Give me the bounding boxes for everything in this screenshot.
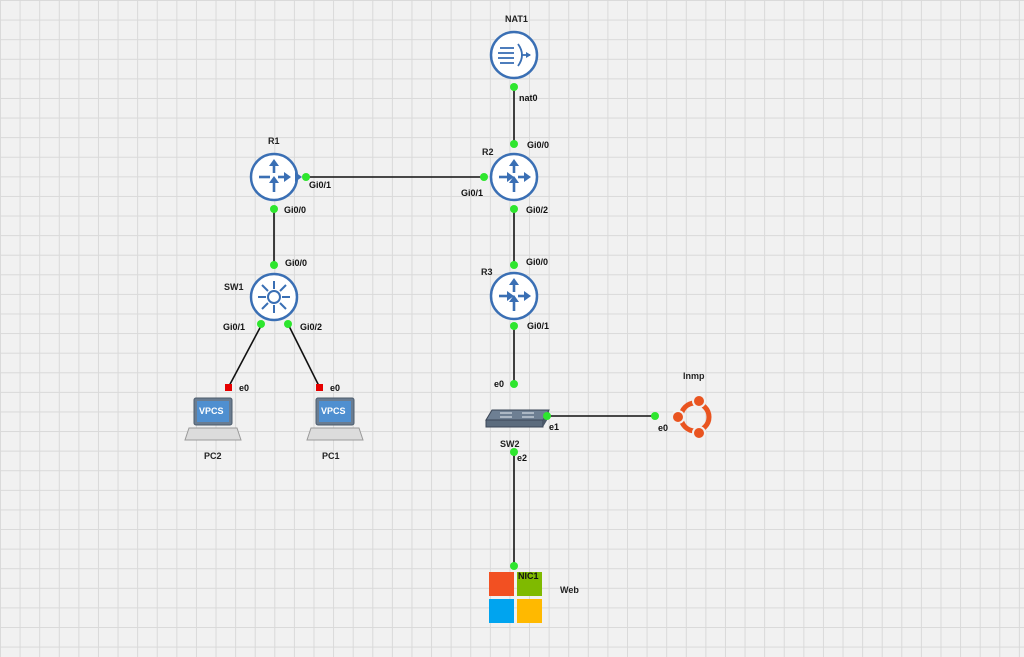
node-r3[interactable]: R3: [481, 267, 539, 321]
link-sw1-pc1[interactable]: [287, 323, 321, 389]
nat-cloud-icon: [489, 30, 539, 80]
node-nat1[interactable]: NAT1: [489, 14, 539, 80]
port-nat1-nat0[interactable]: [510, 83, 518, 91]
node-r1[interactable]: R1: [249, 136, 302, 202]
port-label: e2: [517, 453, 527, 463]
port-r3-gi00[interactable]: [510, 261, 518, 269]
port-pc2-e0[interactable]: [225, 384, 232, 391]
node-sw2[interactable]: SW2: [485, 409, 550, 449]
port-label: Gi0/0: [284, 205, 306, 215]
node-label: SW2: [500, 439, 520, 449]
vpcs-badge: VPCS: [321, 406, 346, 416]
node-label: PC2: [204, 451, 222, 461]
port-label: e0: [330, 383, 340, 393]
node-r2[interactable]: R2: [482, 147, 539, 202]
port-label: e1: [549, 422, 559, 432]
port-label: Gi0/1: [527, 321, 549, 331]
ubuntu-icon: [671, 394, 712, 440]
port-label: e0: [658, 423, 668, 433]
node-label: SW1: [224, 282, 244, 292]
node-label: R1: [268, 136, 280, 146]
node-label: NAT1: [505, 14, 528, 24]
port-label: e0: [494, 379, 504, 389]
port-sw1-gi00[interactable]: [270, 261, 278, 269]
node-lnmp[interactable]: lnmp: [671, 371, 712, 440]
port-label: NIC1: [518, 571, 539, 581]
port-label: Gi0/2: [526, 205, 548, 215]
port-sw1-gi02[interactable]: [284, 320, 292, 328]
ethernet-switch-icon: [485, 409, 550, 428]
port-sw1-gi01[interactable]: [257, 320, 265, 328]
port-label: Gi0/0: [527, 140, 549, 150]
port-r2-gi01[interactable]: [480, 173, 488, 181]
port-sw2-e2[interactable]: [510, 448, 518, 456]
port-sw2-e1[interactable]: [543, 412, 551, 420]
port-lnmp-e0[interactable]: [651, 412, 659, 420]
node-sw1[interactable]: SW1: [224, 272, 299, 322]
port-web-nic1[interactable]: [510, 562, 518, 570]
port-r2-gi02[interactable]: [510, 205, 518, 213]
port-r1-gi01[interactable]: [302, 173, 310, 181]
windows-icon: [489, 572, 542, 623]
port-r1-gi00[interactable]: [270, 205, 278, 213]
port-label: Gi0/1: [223, 322, 245, 332]
port-labels: nat0 Gi0/0 Gi0/1 Gi0/2 Gi0/1 Gi0/0 Gi0/0…: [223, 93, 668, 581]
node-label: R3: [481, 267, 493, 277]
port-pc1-e0[interactable]: [316, 384, 323, 391]
node-label: lnmp: [683, 371, 705, 381]
links: [227, 87, 655, 566]
port-markers: [225, 83, 659, 570]
node-web[interactable]: Web: [489, 572, 579, 623]
vpcs-badge: VPCS: [199, 406, 224, 416]
port-r2-gi00[interactable]: [510, 140, 518, 148]
vpcs-laptop-icon: [184, 397, 242, 441]
node-pc2[interactable]: VPCS PC2: [184, 397, 242, 461]
port-label: Gi0/1: [309, 180, 331, 190]
link-sw1-pc2[interactable]: [227, 323, 263, 389]
node-label: R2: [482, 147, 494, 157]
port-label: e0: [239, 383, 249, 393]
node-label: PC1: [322, 451, 340, 461]
port-label: Gi0/1: [461, 188, 483, 198]
node-pc1[interactable]: VPCS PC1: [306, 397, 364, 461]
port-label: Gi0/0: [526, 257, 548, 267]
port-sw2-e0[interactable]: [510, 380, 518, 388]
vpcs-laptop-icon: [306, 397, 364, 441]
multilayer-switch-icon: [249, 272, 299, 322]
port-label: Gi0/2: [300, 322, 322, 332]
port-label: nat0: [519, 93, 538, 103]
port-r3-gi01[interactable]: [510, 322, 518, 330]
port-label: Gi0/0: [285, 258, 307, 268]
node-label: Web: [560, 585, 579, 595]
